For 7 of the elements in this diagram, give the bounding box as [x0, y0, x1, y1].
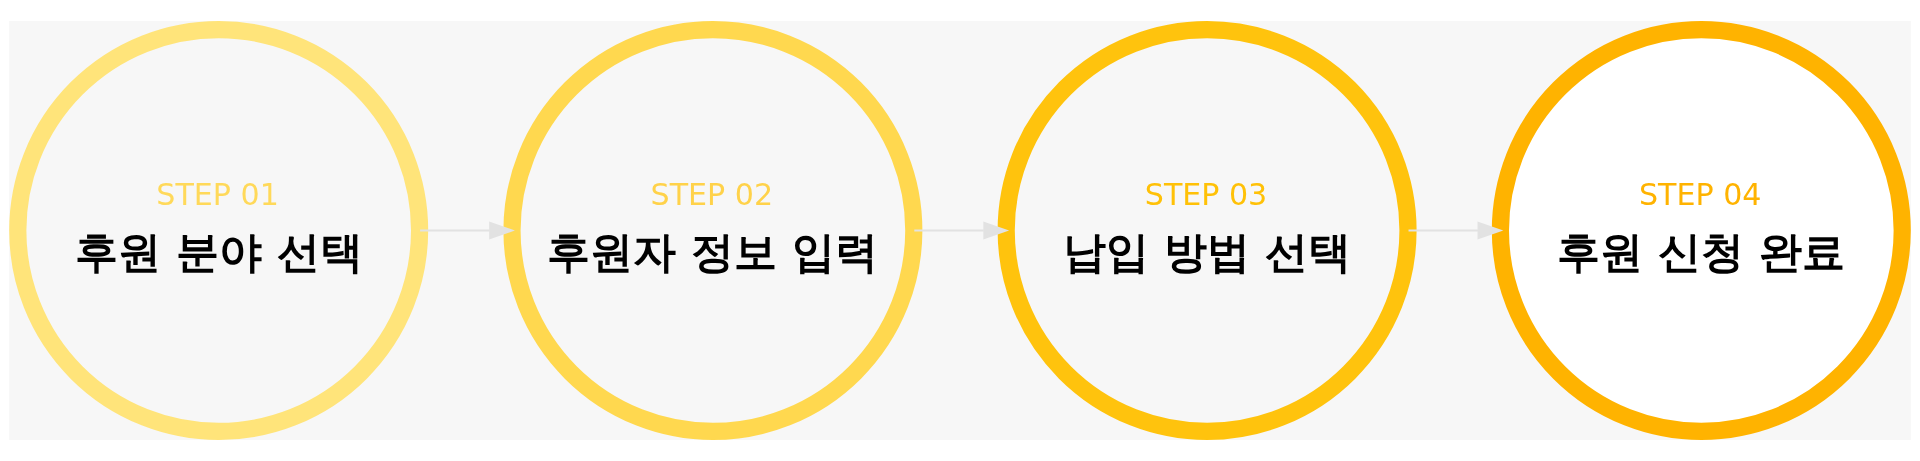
- node-circle: STEP 02 후원자 정보 입력: [503, 21, 923, 440]
- arrow: [914, 221, 1010, 240]
- arrow: [1408, 221, 1504, 240]
- arrow: [420, 221, 515, 240]
- node-circle: STEP 04 후원 신청 완료: [1491, 21, 1911, 440]
- node-circle: STEP 01 후원 분야 선택: [9, 21, 429, 440]
- node-circle: STEP 03 납입 방법 선택: [997, 21, 1417, 440]
